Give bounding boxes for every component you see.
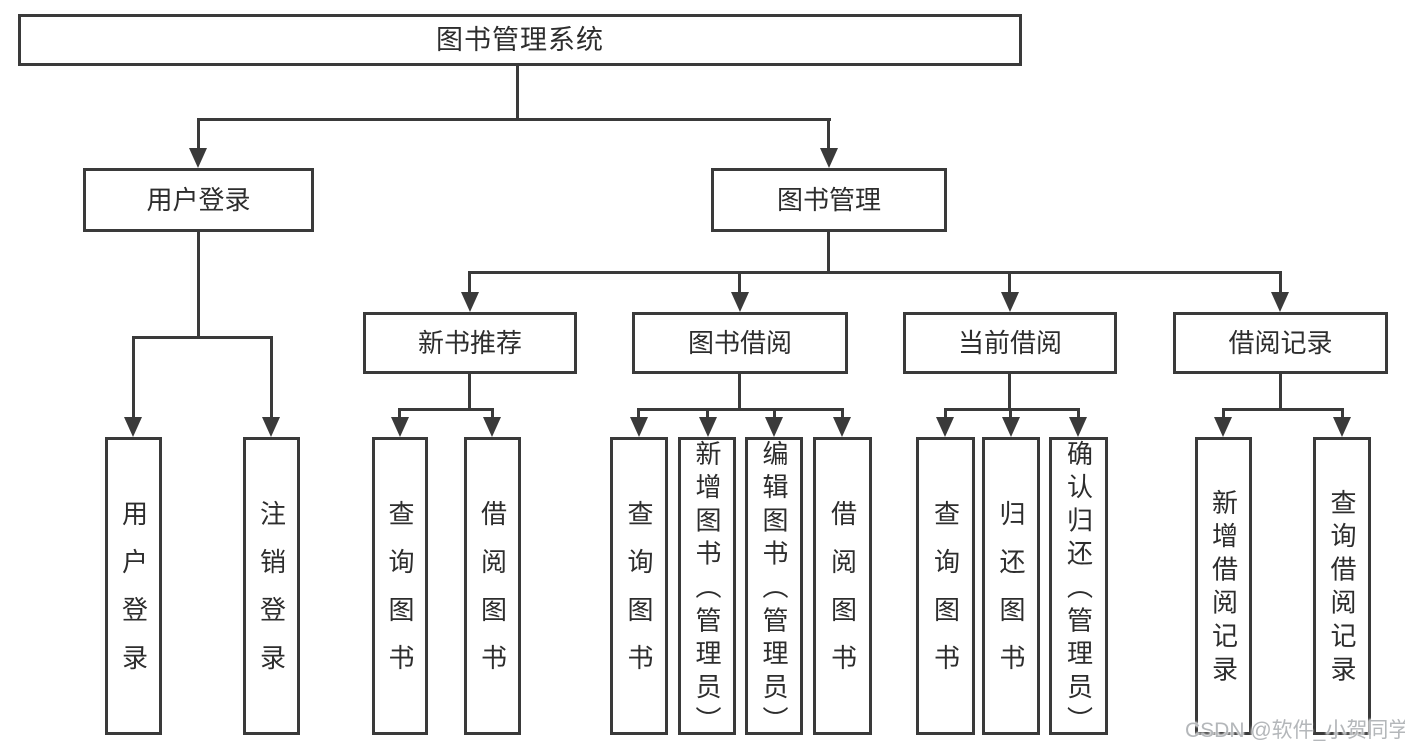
connector-line — [468, 271, 1282, 274]
node-library-management-system: 图书管理系统 — [18, 14, 1022, 66]
connector-line — [468, 271, 471, 296]
arrowhead-down-icon — [1214, 417, 1232, 437]
connector-line — [197, 118, 831, 121]
node-user-login: 用户登录 — [83, 168, 314, 232]
leaf-borrow-books-recommend: 借阅图书 — [464, 437, 521, 735]
connector-line — [1222, 408, 1344, 411]
leaf-borrow-books: 借阅图书 — [813, 437, 872, 735]
connector-line — [132, 336, 272, 339]
leaf-label: 借阅图书 — [477, 500, 508, 693]
connector-line — [841, 408, 844, 421]
connector-line — [491, 408, 494, 421]
connector-line — [827, 118, 830, 152]
arrowhead-down-icon — [820, 148, 838, 168]
connector-line — [468, 374, 471, 408]
connector-line — [270, 336, 273, 420]
node-borrow-records: 借阅记录 — [1173, 312, 1388, 374]
arrowhead-down-icon — [1069, 417, 1087, 437]
leaf-label: 新增借阅记录 — [1208, 489, 1239, 690]
leaf-label: 查询图书 — [930, 500, 961, 693]
connector-line — [1279, 271, 1282, 296]
connector-line — [1279, 374, 1282, 408]
leaf-return-books: 归还图书 — [982, 437, 1040, 735]
connector-line — [1008, 271, 1011, 296]
arrowhead-down-icon — [262, 417, 280, 437]
connector-line — [197, 232, 200, 336]
arrowhead-down-icon — [699, 417, 717, 437]
connector-line — [1009, 408, 1012, 421]
connector-line — [398, 408, 401, 421]
leaf-query-borrow-record: 查询借阅记录 — [1313, 437, 1371, 735]
connector-line — [132, 336, 135, 420]
arrowhead-down-icon — [833, 417, 851, 437]
node-label: 图书管理 — [776, 185, 881, 215]
leaf-add-books-admin: 新增图书（管理员） — [678, 437, 736, 740]
arrowhead-down-icon — [391, 417, 409, 437]
node-label: 借阅记录 — [1228, 328, 1333, 358]
node-book-borrow: 图书借阅 — [632, 312, 848, 374]
connector-line — [637, 408, 844, 411]
connector-line — [1341, 408, 1344, 421]
node-label: 图书借阅 — [687, 328, 792, 358]
leaf-user-login: 用户登录 — [105, 437, 162, 735]
connector-line — [706, 408, 709, 421]
leaf-label: 归还图书 — [996, 500, 1026, 693]
connector-line — [738, 271, 741, 296]
connector-line — [944, 408, 947, 421]
leaf-query-books-recommend: 查询图书 — [372, 437, 428, 735]
leaf-label: 确认归还（管理员） — [1063, 440, 1094, 740]
leaf-label: 新增图书（管理员） — [692, 440, 722, 740]
connector-line — [773, 408, 776, 421]
leaf-edit-books-admin: 编辑图书（管理员） — [745, 437, 803, 740]
node-book-management: 图书管理 — [711, 168, 947, 232]
node-label: 当前借阅 — [957, 328, 1062, 358]
arrowhead-down-icon — [1271, 292, 1289, 312]
arrowhead-down-icon — [765, 417, 783, 437]
leaf-label: 查询借阅记录 — [1327, 489, 1357, 690]
node-current-borrow: 当前借阅 — [903, 312, 1117, 374]
node-label: 用户登录 — [146, 185, 251, 215]
connector-line — [1222, 408, 1225, 421]
watermark-text: CSDN @软件_小贺同学 — [1185, 719, 1405, 742]
node-new-book-recommend: 新书推荐 — [363, 312, 577, 374]
arrowhead-down-icon — [483, 417, 501, 437]
leaf-label: 查询图书 — [385, 500, 415, 693]
leaf-query-books-current: 查询图书 — [916, 437, 975, 735]
leaf-label: 用户登录 — [118, 500, 149, 693]
leaf-add-borrow-record: 新增借阅记录 — [1195, 437, 1252, 735]
connector-line — [1008, 374, 1011, 408]
leaf-label: 借阅图书 — [827, 500, 858, 693]
node-label: 图书管理系统 — [436, 24, 604, 55]
leaf-logout-login: 注销登录 — [243, 437, 300, 735]
connector-line — [1077, 408, 1080, 421]
connector-line — [398, 408, 494, 411]
connector-line — [827, 232, 830, 271]
leaf-label: 注销登录 — [256, 500, 287, 693]
leaf-label: 编辑图书（管理员） — [759, 440, 789, 740]
connector-line — [516, 66, 519, 118]
connector-line — [944, 408, 1080, 411]
arrowhead-down-icon — [1001, 292, 1019, 312]
connector-line — [637, 408, 640, 421]
arrowhead-down-icon — [936, 417, 954, 437]
node-label: 新书推荐 — [417, 328, 522, 358]
arrowhead-down-icon — [1333, 417, 1351, 437]
arrowhead-down-icon — [1002, 417, 1020, 437]
leaf-confirm-return-admin: 确认归还（管理员） — [1049, 437, 1108, 740]
connector-line — [738, 374, 741, 408]
leaf-query-books-borrow: 查询图书 — [610, 437, 668, 735]
arrowhead-down-icon — [461, 292, 479, 312]
arrowhead-down-icon — [189, 148, 207, 168]
arrowhead-down-icon — [124, 417, 142, 437]
arrowhead-down-icon — [630, 417, 648, 437]
arrowhead-down-icon — [731, 292, 749, 312]
connector-line — [197, 118, 200, 152]
leaf-label: 查询图书 — [624, 500, 654, 693]
